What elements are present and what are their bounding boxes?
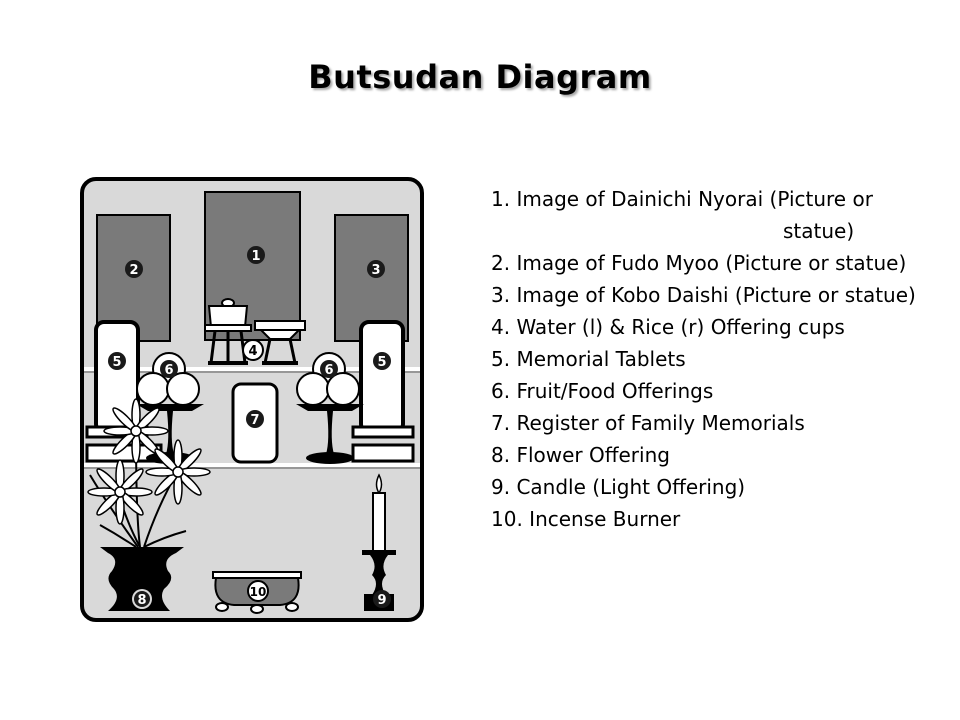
legend-item-1-line2: statue) [783,219,855,243]
legend-item-7: 7. Register of Family Memorials [491,411,805,435]
legend-item-8: 8. Flower Offering [491,443,670,467]
badge-8: 8 [132,589,152,609]
svg-text:10: 10 [250,585,267,599]
svg-text:3: 3 [371,263,380,278]
legend-list: 1. Image of Dainichi Nyorai (Picture or … [491,183,921,535]
butsudan-diagram: 1 2 3 4 5 5 6 6 7 8 9 10 [80,177,424,622]
legend-item-5: 5. Memorial Tablets [491,347,686,371]
legend-item-6: 6. Fruit/Food Offerings [491,379,714,403]
svg-text:4: 4 [248,344,257,359]
legend-item-1: 1. Image of Dainichi Nyorai (Picture or … [491,183,921,247]
badge-2: 2 [125,260,143,278]
badge-1: 1 [247,246,265,264]
svg-text:1: 1 [251,249,260,264]
flower-offering [87,398,211,611]
svg-text:5: 5 [112,355,121,370]
badge-4: 4 [242,339,264,361]
svg-text:2: 2 [129,263,138,278]
badge-9: 9 [373,590,391,608]
memorial-tablet-right [351,320,415,463]
svg-text:6: 6 [324,363,333,378]
svg-text:8: 8 [137,593,146,608]
badge-6-left: 6 [160,360,178,378]
svg-text:9: 9 [377,593,386,608]
badge-5-left: 5 [108,352,126,370]
badge-10: 10 [247,580,269,602]
legend-item-9: 9. Candle (Light Offering) [491,475,746,499]
badge-6-right: 6 [320,360,338,378]
memorial-tablet-left [85,320,163,463]
fruit-offering-right [296,352,364,464]
svg-text:5: 5 [377,355,386,370]
legend-item-4: 4. Water (l) & Rice (r) Offering cups [491,315,845,339]
badge-3: 3 [367,260,385,278]
legend-item-10: 10. Incense Burner [491,507,681,531]
legend-item-1-line1: 1. Image of Dainichi Nyorai (Picture or [491,187,873,211]
legend-item-2: 2. Image of Fudo Myoo (Picture or statue… [491,251,907,275]
badge-5-right: 5 [373,352,391,370]
fruit-offering-left [136,352,204,464]
rice-cup [254,320,306,365]
svg-text:7: 7 [250,413,259,428]
legend-item-3: 3. Image of Kobo Daishi (Picture or stat… [491,283,916,307]
badge-7: 7 [246,410,264,428]
svg-text:6: 6 [164,363,173,378]
page-title: Butsudan Diagram [308,58,652,96]
